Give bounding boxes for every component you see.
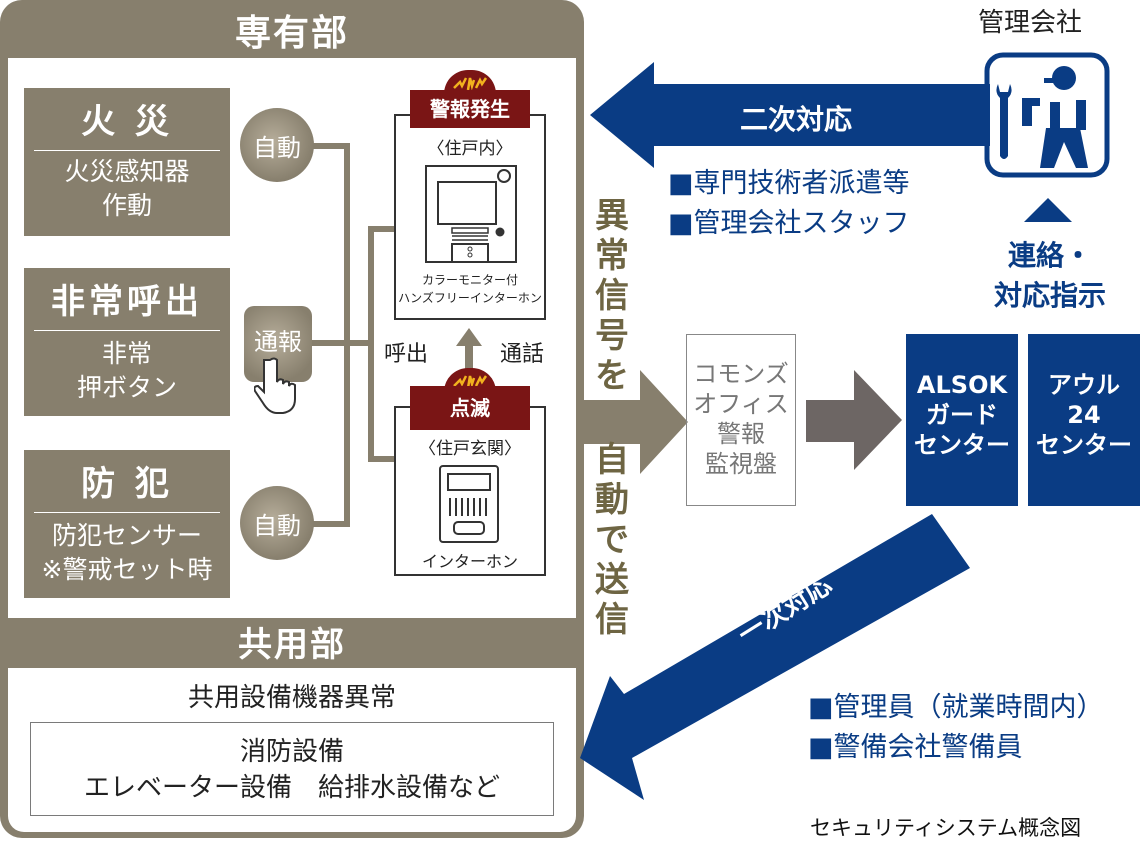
secondary-response-item: ■専門技術者派遣等 (668, 168, 910, 199)
door-intercom-icon (439, 465, 499, 543)
contact-line: 対応指示 (993, 279, 1106, 312)
connector-line (368, 226, 374, 462)
connector-line (312, 340, 374, 346)
connector-line (344, 143, 350, 527)
center-line: ALSOK (916, 371, 1008, 399)
pointing-hand-icon (254, 357, 296, 414)
secondary-response-list: ■専門技術者派遣等 ■管理会社スタッフ (668, 164, 910, 244)
auto-trigger-badge: 自動 (240, 486, 314, 560)
signal-label-bottom: 自 動 で 送 信 (592, 440, 632, 640)
report-button: 通報 (244, 306, 312, 382)
signal-char: 信 (595, 600, 629, 640)
center-line: センター (914, 431, 1010, 459)
monitor-intercom-icon (425, 165, 517, 263)
signal-label-top: 異 常 信 号 を (592, 196, 632, 396)
center-line: ガード (926, 401, 998, 429)
forward-arrow (806, 370, 902, 470)
up-triangle-icon (1024, 198, 1072, 222)
signal-char: 信 (595, 276, 629, 316)
talk-label: 通話 (500, 342, 545, 367)
worker-with-wrench-icon (984, 52, 1110, 178)
secondary-response-arrow (590, 62, 990, 168)
lightning-icon (453, 375, 488, 389)
category-detail: ※警戒セット時 (41, 555, 213, 584)
primary-response-item: ■管理員（就業時間内） (808, 692, 1104, 723)
connector-line (368, 456, 396, 462)
device-caption: ハンズフリーインターホン (398, 291, 542, 305)
signal-char: 異 (595, 196, 629, 236)
location-label: 〈住戸内〉 (427, 139, 513, 159)
panel-line: 警報 (717, 420, 765, 448)
panel-line: オフィス (693, 390, 789, 418)
signal-char: 号 (595, 316, 629, 356)
category-heading: 火 災 (81, 102, 173, 142)
call-label: 呼出 (384, 342, 429, 367)
category-detail: 非常 (101, 339, 152, 368)
auto-trigger-badge: 自動 (240, 108, 314, 182)
center-line: アウル (1048, 371, 1120, 399)
category-heading: 防 犯 (81, 464, 173, 504)
location-label: 〈住戸玄関〉 (419, 439, 521, 459)
divider (34, 512, 220, 513)
common-equipment-box: 消防設備 エレベーター設備 給排水設備など (30, 722, 554, 816)
category-detail: 火災感知器 (64, 157, 190, 186)
up-arrow-icon (456, 328, 482, 372)
equipment-line: 消防設備 (239, 737, 344, 767)
panel-line: 監視盤 (705, 450, 777, 478)
alarm-badge: 警報発生 (410, 90, 530, 128)
connector-line (368, 226, 396, 232)
signal-char: 自 (595, 440, 629, 480)
signal-char: 常 (595, 236, 629, 276)
common-section-title: 共用部 (238, 625, 346, 665)
device-caption: インターホン (421, 552, 518, 571)
report-label: 通報 (254, 328, 302, 356)
panel-line: コモンズ (693, 360, 789, 388)
category-detail: 防犯センサー (51, 521, 202, 550)
category-detail: 押ボタン (76, 373, 177, 402)
private-section-title: 専有部 (234, 13, 349, 54)
category-fire: 火 災 火災感知器 作動 (24, 88, 230, 236)
divider (34, 330, 220, 331)
category-emergency-call: 非常呼出 非常 押ボタン (24, 268, 230, 416)
signal-char: 動 (595, 480, 629, 520)
common-section-subtitle: 共用設備機器異常 (187, 683, 396, 713)
signal-char: で (595, 520, 629, 560)
signal-arrow (584, 370, 688, 474)
contact-instruction-label: 連絡・ 対応指示 (990, 236, 1110, 316)
diagram-caption: セキュリティシステム概念図 (810, 816, 1082, 840)
blink-badge: 点滅 (410, 386, 530, 430)
primary-response-item: ■警備会社警備員 (808, 732, 1023, 763)
device-caption: カラーモニター付 (421, 273, 518, 287)
alsok-center-box: ALSOK ガード センター (906, 334, 1018, 506)
connector-line (310, 521, 350, 527)
center-line: センター (1036, 431, 1132, 459)
owl24-center-box: アウル 24 センター (1028, 334, 1140, 506)
category-detail: 作動 (101, 191, 152, 220)
secondary-response-label: 二次対応 (740, 103, 853, 136)
primary-response-arrow (580, 514, 970, 800)
center-line: 24 (1067, 401, 1101, 429)
equipment-line: エレベーター設備 給排水設備など (83, 773, 500, 803)
contact-line: 連絡・ (1007, 239, 1092, 272)
category-crime-prevention: 防 犯 防犯センサー ※警戒セット時 (24, 450, 230, 598)
secondary-response-item: ■管理会社スタッフ (668, 208, 910, 239)
monitor-panel-box: コモンズ オフィス 警報 監視盤 (686, 334, 796, 506)
signal-char: を (595, 356, 629, 396)
primary-response-list: ■管理員（就業時間内） ■警備会社警備員 (808, 688, 1104, 768)
connector-line (310, 143, 350, 149)
management-title: 管理会社 (978, 8, 1083, 38)
category-heading: 非常呼出 (51, 282, 203, 322)
lightning-icon (453, 77, 488, 91)
signal-char: 送 (595, 560, 629, 600)
divider (34, 150, 220, 151)
common-section-body (8, 668, 576, 832)
